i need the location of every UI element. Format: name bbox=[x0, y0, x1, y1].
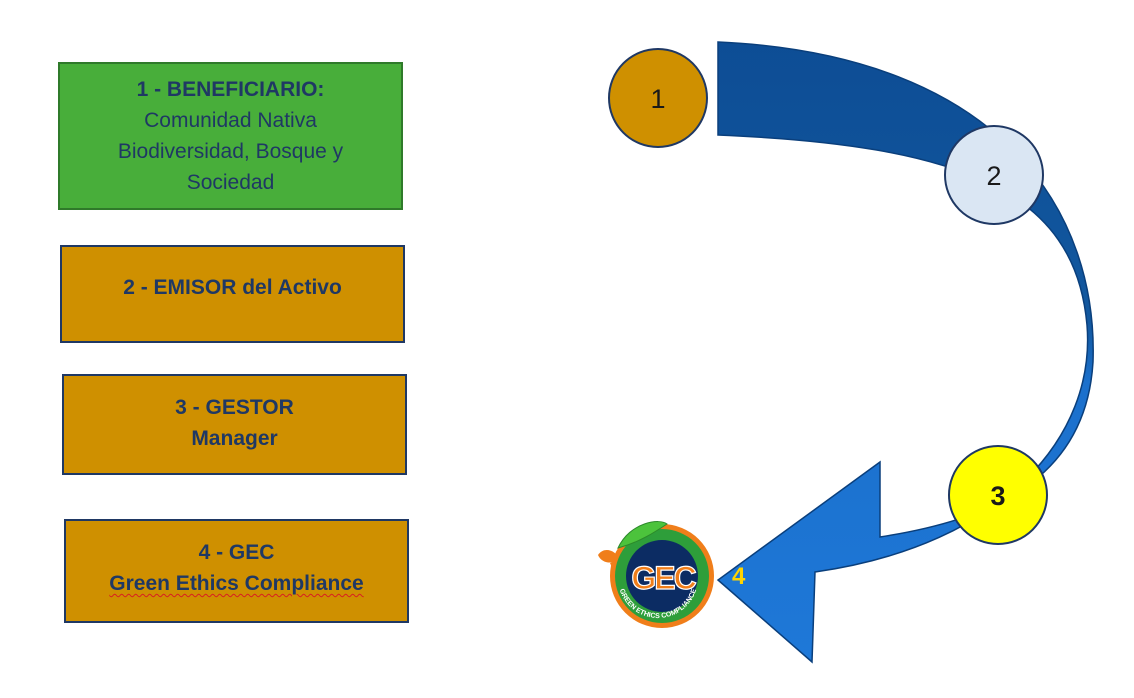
box-gec-subtitle: Green Ethics Compliance bbox=[109, 568, 363, 599]
box-beneficiario-line-3: Biodiversidad, Bosque y bbox=[117, 140, 344, 163]
box-beneficiario: 1 - BENEFICIARIO: Comunidad Nativa Biodi… bbox=[58, 62, 403, 210]
step-circle-3-label: 3 bbox=[990, 481, 1005, 511]
step-circle-2-shape bbox=[944, 125, 1044, 225]
step-circle-3: 3 bbox=[948, 445, 1048, 545]
box-beneficiario-line-4: Sociedad bbox=[186, 171, 275, 194]
box-emisor-title: 2 - EMISOR del Activo bbox=[123, 276, 342, 299]
box-beneficiario-line-2: Comunidad Nativa bbox=[144, 109, 317, 132]
logo-gec-text: GEC bbox=[631, 560, 696, 596]
logo-inner-disc bbox=[626, 540, 698, 612]
box-gestor: 3 - GESTOR Manager bbox=[62, 374, 407, 475]
step-circle-1: 1 bbox=[608, 48, 708, 148]
step-circle-1-shape bbox=[608, 48, 708, 148]
box-emisor: 2 - EMISOR del Activo bbox=[60, 245, 405, 343]
box-gestor-title: 3 - GESTOR bbox=[175, 396, 294, 419]
box-gec-title: 4 - GEC bbox=[198, 541, 275, 564]
step-circle-2-label: 2 bbox=[986, 161, 1001, 191]
logo-green-leaf bbox=[617, 521, 668, 549]
step-circle-3-shape bbox=[948, 445, 1048, 545]
box-beneficiario-title: 1 - BENEFICIARIO: bbox=[137, 74, 325, 105]
curved-arrow bbox=[716, 41, 1094, 664]
step-circle-2: 2 bbox=[944, 125, 1044, 225]
box-beneficiario-title-text: 1 - BENEFICIARIO: bbox=[136, 78, 325, 101]
step-circle-1-label: 1 bbox=[650, 84, 665, 114]
box-gec: 4 - GEC Green Ethics Compliance bbox=[64, 519, 409, 623]
gec-logo: GREEN ETHICS COMPLIANCE GEC bbox=[598, 521, 714, 628]
box-gestor-subtitle: Manager bbox=[191, 427, 278, 450]
step-4-label: 4 bbox=[732, 563, 746, 590]
box-gec-subtitle-text: Green Ethics Compliance bbox=[109, 572, 364, 595]
